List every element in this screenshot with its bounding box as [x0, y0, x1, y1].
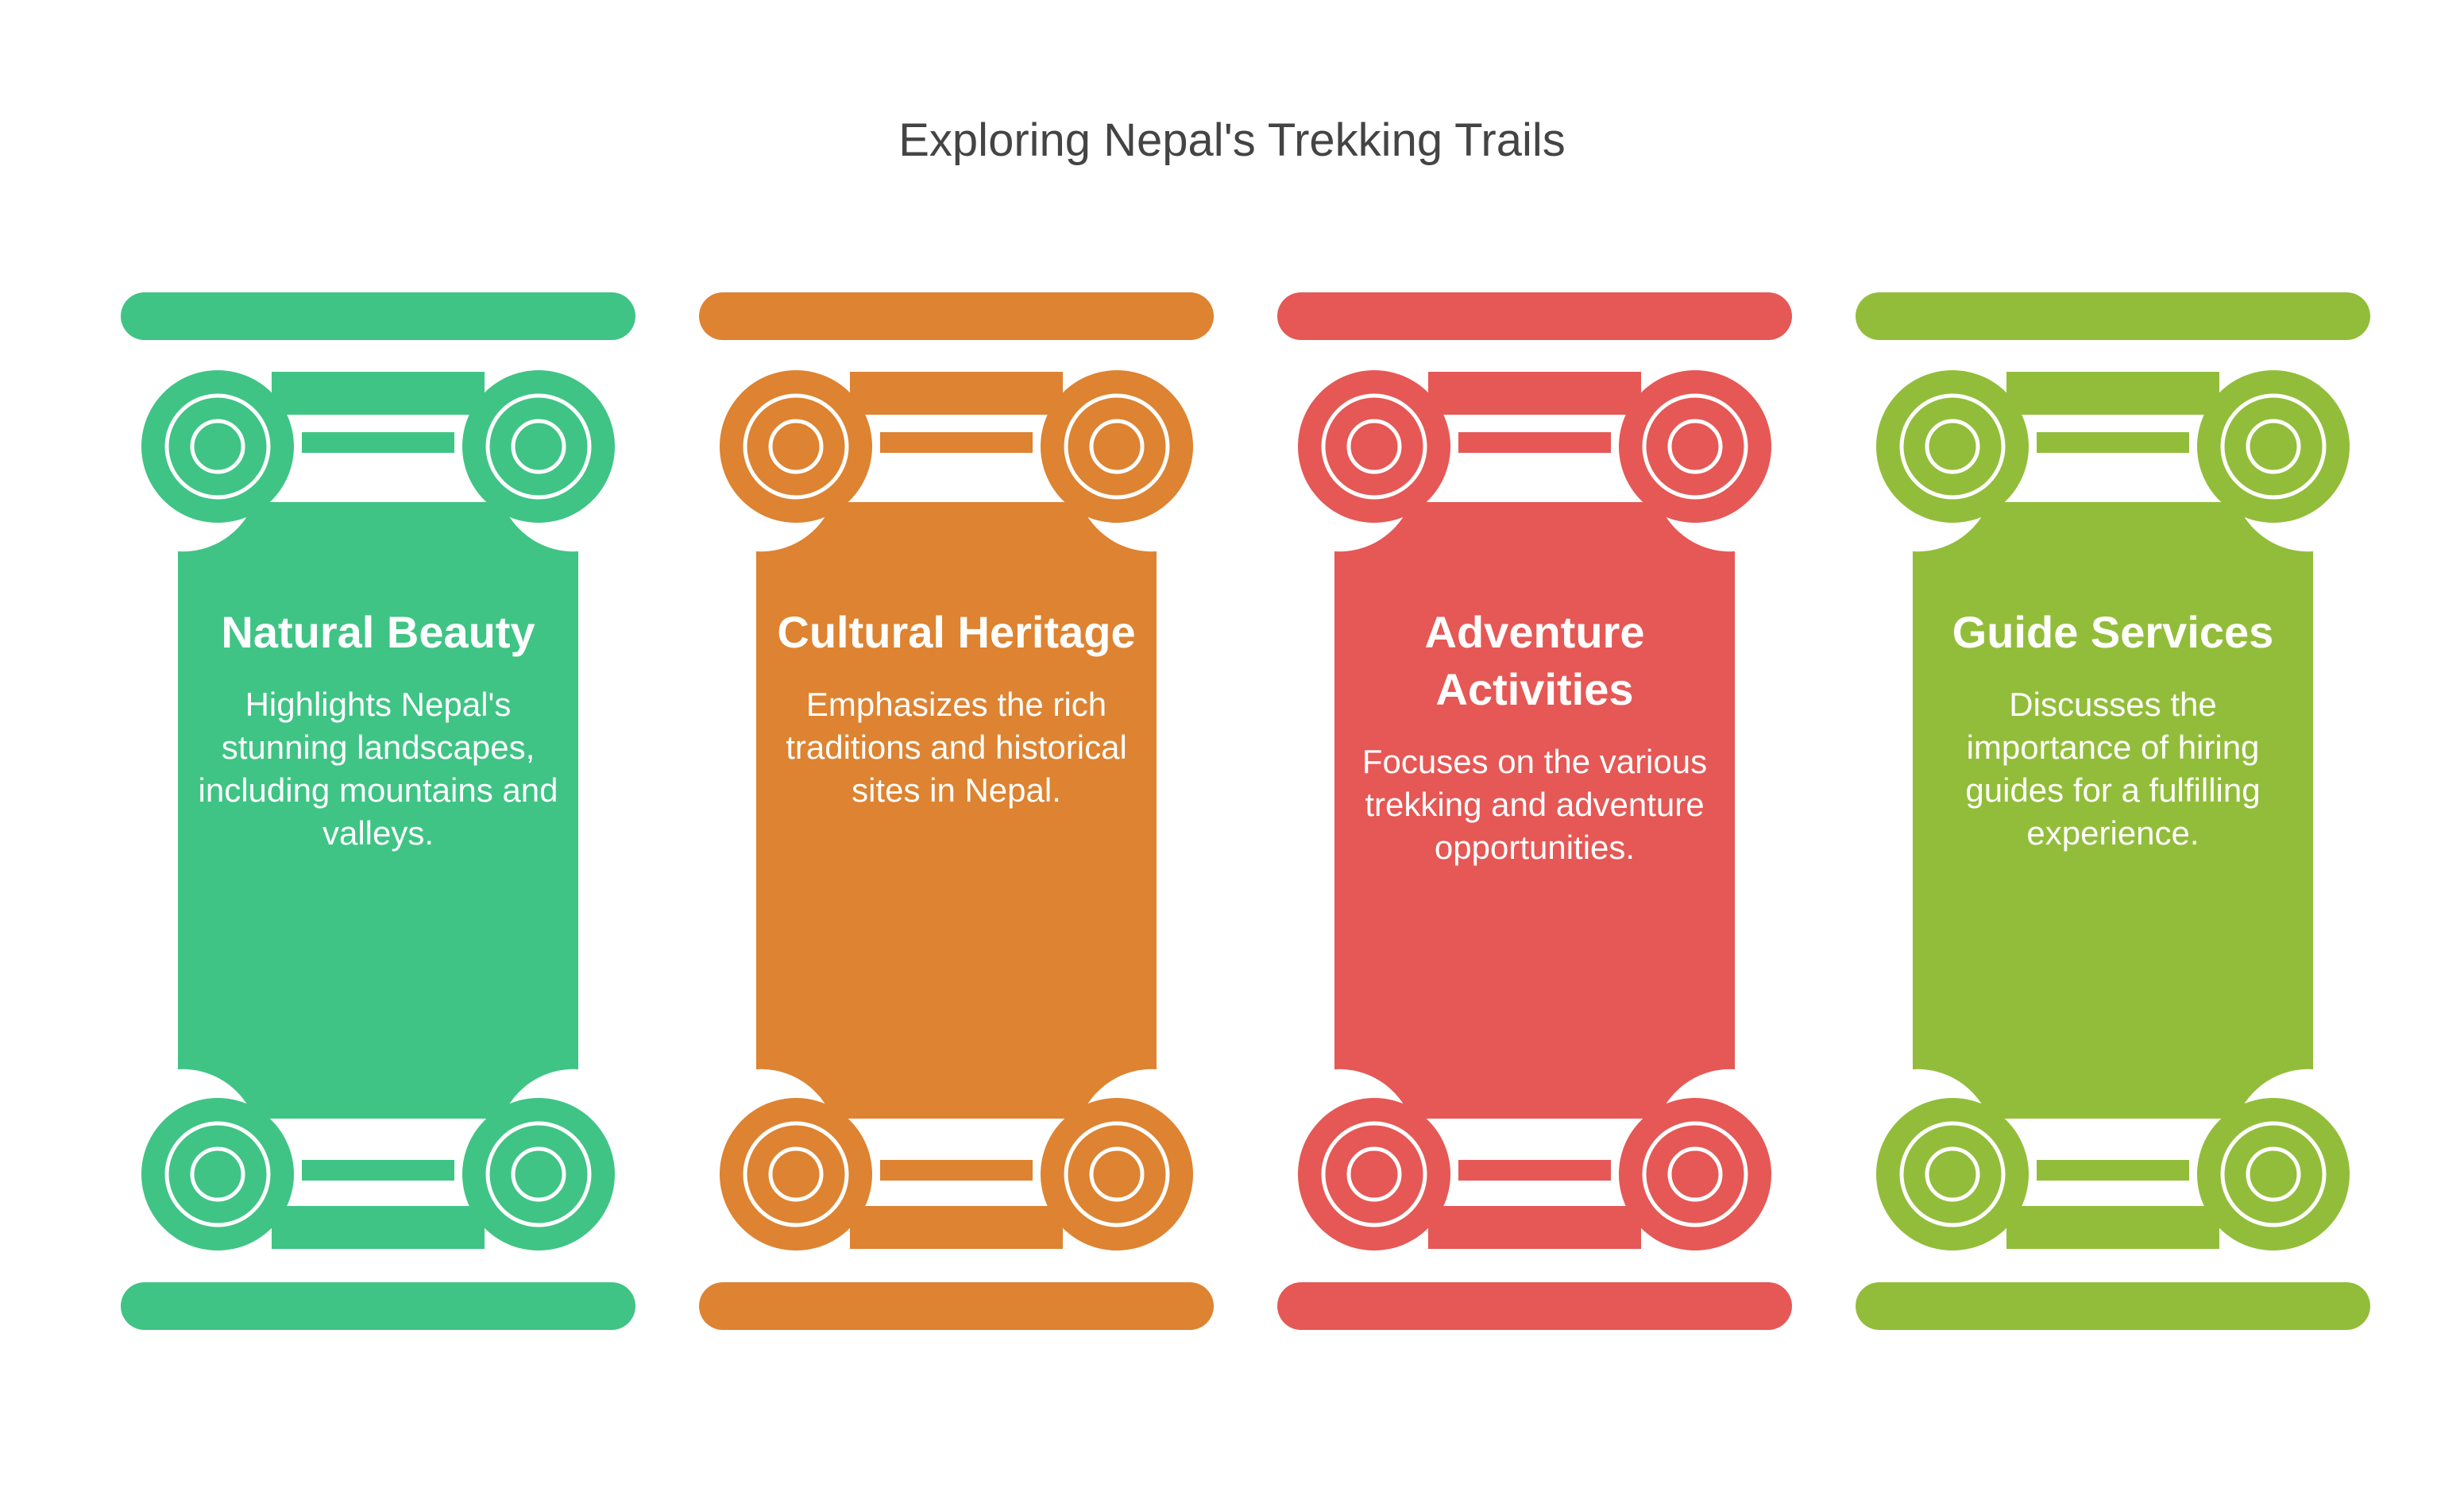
pillar-description: Focuses on the various trekking and adve…	[1361, 743, 1708, 866]
connector-bar	[1458, 1160, 1611, 1181]
pillar-text: Cultural Heritage Emphasizes the rich tr…	[766, 604, 1147, 812]
column-shaft	[756, 502, 1157, 1119]
pillar-heading: Guide Services	[1952, 607, 2274, 657]
volute-circle	[141, 370, 294, 523]
pillar-description: Discusses the importance of hiring guide…	[1965, 686, 2261, 852]
top-slab	[699, 292, 1214, 340]
volute-circle	[1041, 1098, 1193, 1250]
bottom-slab	[1277, 1282, 1792, 1330]
pillar-heading: Adventure Activities	[1424, 607, 1645, 714]
volute-circle	[462, 1098, 615, 1250]
volute-ring-inner	[511, 1146, 566, 1202]
connector-bar	[302, 1160, 454, 1181]
volute-circle	[1298, 1098, 1450, 1250]
bottom-slab	[121, 1282, 635, 1330]
pillar-text: Guide Services Discusses the importance …	[1922, 604, 2304, 855]
connector-bar	[880, 1160, 1033, 1181]
volute-ring-outer	[1899, 1121, 2006, 1227]
pillar-cultural-heritage: Cultural Heritage Emphasizes the rich tr…	[699, 0, 1214, 1492]
base-band	[1428, 1206, 1641, 1249]
volute-circle	[2197, 1098, 2350, 1250]
volute-circle	[1619, 370, 1771, 523]
volute-ring-outer	[1064, 393, 1170, 500]
volute-ring-inner	[1667, 419, 1723, 474]
pillar-guide-services: Guide Services Discusses the importance …	[1856, 0, 2370, 1492]
volute-ring-inner	[1925, 1146, 1980, 1202]
volute-ring-outer	[2220, 1121, 2327, 1227]
volute-ring-outer	[1642, 393, 1748, 500]
volute-ring-outer	[1321, 393, 1427, 500]
capital-band	[850, 372, 1063, 415]
volute-ring-inner	[2246, 1146, 2301, 1202]
connector-bar	[2037, 1160, 2189, 1181]
volute-circle	[2197, 370, 2350, 523]
volute-ring-outer	[1642, 1121, 1748, 1227]
volute-circle	[1876, 370, 2029, 523]
volute-ring-inner	[1089, 419, 1145, 474]
pillar-shape	[121, 292, 635, 1330]
volute-ring-inner	[768, 419, 824, 474]
volute-circle	[720, 370, 872, 523]
top-slab	[1277, 292, 1792, 340]
capital-band	[272, 372, 485, 415]
bottom-slab	[1856, 1282, 2370, 1330]
capital-band	[1428, 372, 1641, 415]
volute-ring-outer	[164, 393, 271, 500]
pillar-natural-beauty: Natural Beauty Highlights Nepal's stunni…	[121, 0, 635, 1492]
base-band	[2006, 1206, 2219, 1249]
volute-circle	[462, 370, 615, 523]
volute-circle	[720, 1098, 872, 1250]
bottom-slab	[699, 1282, 1214, 1330]
column-shaft	[178, 502, 578, 1119]
volute-ring-outer	[1064, 1121, 1170, 1227]
volute-circle	[1876, 1098, 2029, 1250]
volute-ring-inner	[1667, 1146, 1723, 1202]
volute-ring-inner	[511, 419, 566, 474]
column-shaft	[1913, 502, 2313, 1119]
volute-ring-outer	[1321, 1121, 1427, 1227]
connector-bar	[302, 432, 454, 453]
volute-circle	[1619, 1098, 1771, 1250]
volute-ring-inner	[1346, 419, 1402, 474]
volute-ring-outer	[1899, 393, 2006, 500]
connector-bar	[2037, 432, 2189, 453]
base-band	[850, 1206, 1063, 1249]
pillar-shape	[1277, 292, 1792, 1330]
top-slab	[121, 292, 635, 340]
volute-ring-inner	[1346, 1146, 1402, 1202]
volute-ring-outer	[2220, 393, 2327, 500]
volute-ring-inner	[190, 1146, 245, 1202]
volute-ring-outer	[485, 393, 592, 500]
volute-ring-outer	[485, 1121, 592, 1227]
volute-ring-inner	[1925, 419, 1980, 474]
capital-band	[2006, 372, 2219, 415]
pillar-adventure-activities: Adventure Activities Focuses on the vari…	[1277, 0, 1792, 1492]
connector-bar	[1458, 432, 1611, 453]
volute-circle	[141, 1098, 294, 1250]
pillar-heading: Cultural Heritage	[777, 607, 1136, 657]
volute-ring-outer	[743, 393, 849, 500]
pillar-text: Adventure Activities Focuses on the vari…	[1344, 604, 1725, 869]
column-shaft	[1334, 502, 1735, 1119]
connector-bar	[880, 432, 1033, 453]
pillar-description: Highlights Nepal's stunning landscapes, …	[198, 686, 558, 852]
base-band	[272, 1206, 485, 1249]
volute-ring-outer	[164, 1121, 271, 1227]
volute-ring-inner	[2246, 419, 2301, 474]
volute-ring-inner	[190, 419, 245, 474]
pillar-shape	[1856, 292, 2370, 1330]
pillar-text: Natural Beauty Highlights Nepal's stunni…	[187, 604, 569, 855]
pillar-shape	[699, 292, 1214, 1330]
volute-ring-outer	[743, 1121, 849, 1227]
diagram-title: Exploring Nepal's Trekking Trails	[898, 114, 1566, 166]
volute-ring-inner	[1089, 1146, 1145, 1202]
volute-circle	[1041, 370, 1193, 523]
pillar-description: Emphasizes the rich traditions and histo…	[786, 686, 1127, 809]
pillar-heading: Natural Beauty	[221, 607, 535, 657]
top-slab	[1856, 292, 2370, 340]
volute-ring-inner	[768, 1146, 824, 1202]
volute-circle	[1298, 370, 1450, 523]
